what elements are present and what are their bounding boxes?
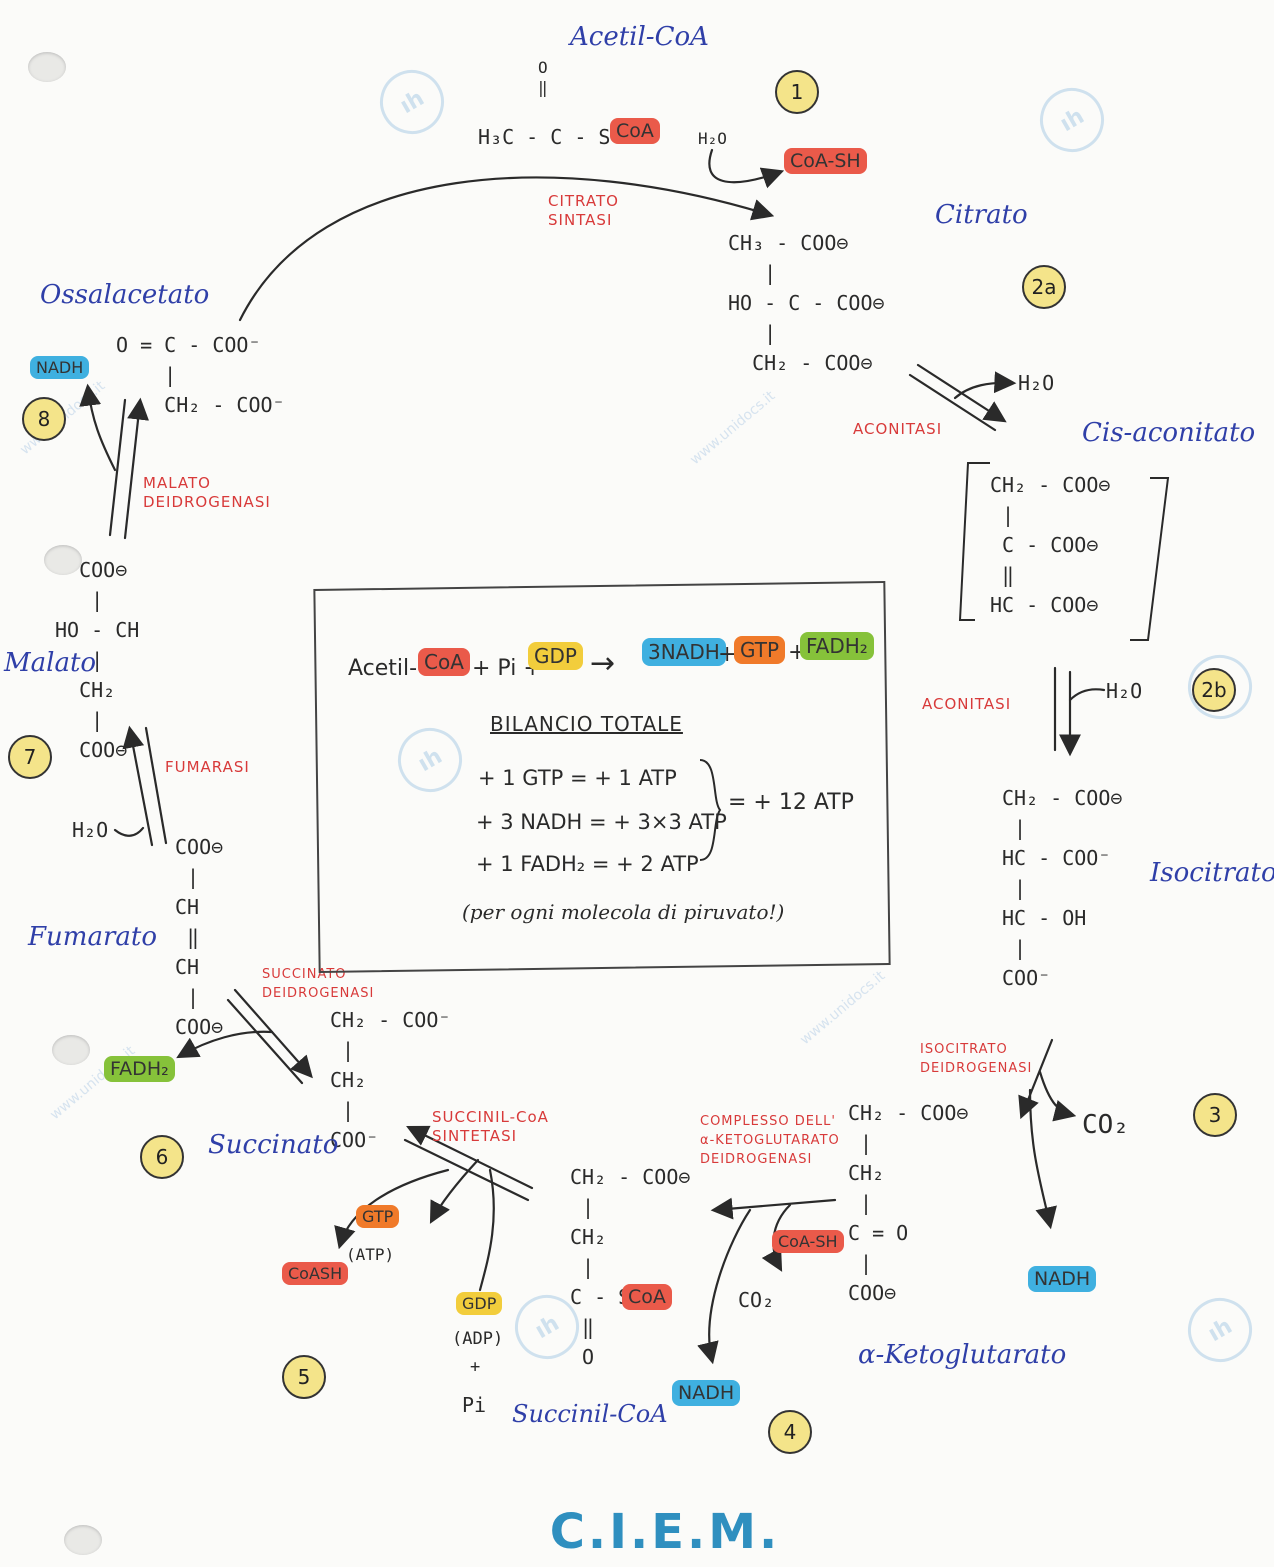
- step5-coash-highlight: CoASH: [282, 1262, 349, 1285]
- step1-water: H₂O: [698, 129, 727, 148]
- isocitrate-dehydrogenase-enzyme: ISOCITRATO DEIDROGENASI: [920, 1042, 1033, 1076]
- fumarate-formula: COO⊖ | CH ‖ CH | COO⊖: [175, 835, 224, 1039]
- ketoglutarate-formula: CH₂ - COO⊖ | CH₂ | C = O | COO⊖: [848, 1101, 969, 1305]
- step5-adp: (ADP): [452, 1329, 504, 1349]
- fumarate-label: Fumarato: [28, 922, 157, 952]
- ketoglutarate-label: α-Ketoglutarato: [858, 1340, 1067, 1370]
- summary-note: (per ogni molecola di piruvato!): [462, 900, 785, 924]
- summary-nadh-highlight: 3NADH: [642, 638, 726, 666]
- succinyl-coa-formula: CH₂ - COO⊖ | CH₂ | C - S - ‖ O: [570, 1165, 691, 1369]
- succinyl-coa-synthetase-enzyme: SUCCINIL-CoA SINTETASI: [432, 1108, 549, 1145]
- malate-dehydrogenase-enzyme: MALATO DEIDROGENASI: [143, 474, 271, 511]
- malate-formula: COO⊖ | HO - CH | CH₂ | COO⊖: [55, 558, 140, 762]
- step5-gdp-highlight: GDP: [456, 1292, 503, 1315]
- acetyl-coa-carbonyl: O ‖: [538, 58, 548, 97]
- step7-water: H₂O: [72, 818, 109, 842]
- succinyl-coa-label: Succinil-CoA: [512, 1400, 668, 1428]
- step2a-water: H₂O: [1018, 371, 1055, 395]
- acetyl-coa-label: Acetil-CoA: [570, 22, 709, 52]
- step-8-badge: 8: [22, 397, 66, 441]
- step3-co2: CO₂: [1082, 1110, 1129, 1140]
- aconitase-enzyme-a: ACONITASI: [853, 420, 943, 438]
- step4-co2: CO₂: [738, 1288, 775, 1312]
- oxaloacetate-label: Ossalacetato: [40, 280, 210, 310]
- ciem-logo: C.I.E.M.: [549, 1504, 781, 1560]
- step-1-badge: 1: [775, 70, 819, 114]
- step2b-water: H₂O: [1106, 679, 1143, 703]
- summary-arrow: →: [590, 646, 616, 681]
- cis-aconitate-label: Cis-aconitato: [1082, 418, 1256, 448]
- citrate-formula: CH₃ - COO⊖ | HO - C - COO⊖ | CH₂ - COO⊖: [728, 231, 885, 375]
- coa-sh-released: CoA-SH: [784, 148, 867, 174]
- binder-hole: [52, 1035, 90, 1065]
- step-6-badge: 6: [140, 1135, 184, 1179]
- step4-nadh-highlight: NADH: [672, 1380, 741, 1406]
- step5-plus: +: [470, 1357, 481, 1377]
- summary-total: = + 12 ATP: [728, 790, 854, 815]
- step4-coa-sh-highlight: CoA-SH: [772, 1230, 844, 1253]
- step-3-badge: 3: [1193, 1093, 1237, 1137]
- step5-pi: Pi: [462, 1393, 487, 1417]
- isocitrate-label: Isocitrato: [1150, 858, 1274, 888]
- summary-gdp-highlight: GDP: [528, 642, 583, 670]
- step-5-badge: 5: [282, 1355, 326, 1399]
- summary-nadh-line: + 3 NADH = + 3×3 ATP: [476, 810, 727, 834]
- ketoglutarate-dehydrogenase-enzyme: COMPLESSO DELL' α-KETOGLUTARATO DEIDROGE…: [700, 1114, 840, 1167]
- step-2b-badge: 2b: [1192, 668, 1236, 712]
- summary-coa-highlight: CoA: [418, 648, 470, 676]
- malate-label: Malato: [4, 648, 97, 678]
- step-7-badge: 7: [8, 735, 52, 779]
- step-2a-badge: 2a: [1022, 265, 1066, 309]
- succinate-label: Succinato: [208, 1130, 339, 1160]
- succinate-formula: CH₂ - COO⁻ | CH₂ | COO⁻: [330, 1008, 451, 1152]
- step3-nadh-highlight: NADH: [1028, 1266, 1097, 1292]
- summary-gtp-highlight: GTP: [734, 636, 786, 664]
- binder-hole: [28, 52, 66, 82]
- oxaloacetate-formula: O = C - COO⁻ | CH₂ - COO⁻: [116, 333, 285, 417]
- citrate-label: Citrato: [935, 200, 1028, 230]
- citrate-synthase-enzyme: CITRATO SINTASI: [548, 192, 619, 229]
- summary-fadh2-highlight: FADH₂: [800, 632, 874, 660]
- succinate-dehydrogenase-enzyme: SUCCINATO DEIDROGENASI: [262, 967, 375, 1001]
- cis-aconitate-formula: CH₂ - COO⊖ | C - COO⊖ ‖ HC - COO⊖: [990, 473, 1111, 617]
- acetyl-coa-coa-highlight: CoA: [610, 118, 660, 144]
- binder-hole: [64, 1525, 102, 1555]
- aconitase-enzyme-b: ACONITASI: [922, 695, 1012, 713]
- summary-title: BILANCIO TOTALE: [490, 712, 683, 736]
- summary-fadh2-line: + 1 FADH₂ = + 2 ATP: [476, 852, 699, 876]
- step5-gtp-highlight: GTP: [356, 1205, 400, 1228]
- binder-hole: [44, 545, 82, 575]
- isocitrate-formula: CH₂ - COO⊖ | HC - COO⁻ | HC - OH | COO⁻: [1002, 786, 1123, 990]
- summary-gtp-line: + 1 GTP = + 1 ATP: [478, 766, 677, 790]
- step8-nadh-highlight: NADH: [30, 356, 90, 379]
- fumarase-enzyme: FUMARASI: [165, 758, 250, 776]
- succinyl-coa-coa-highlight: CoA: [622, 1284, 672, 1310]
- step-4-badge: 4: [768, 1410, 812, 1454]
- step5-atp: (ATP): [346, 1245, 395, 1264]
- step6-fadh2-highlight: FADH₂: [104, 1056, 175, 1082]
- summary-reactant: Acetil-: [348, 656, 418, 681]
- summary-plus-1: +: [718, 642, 737, 667]
- acetyl-coa-formula: H₃C - C - S -: [478, 125, 635, 149]
